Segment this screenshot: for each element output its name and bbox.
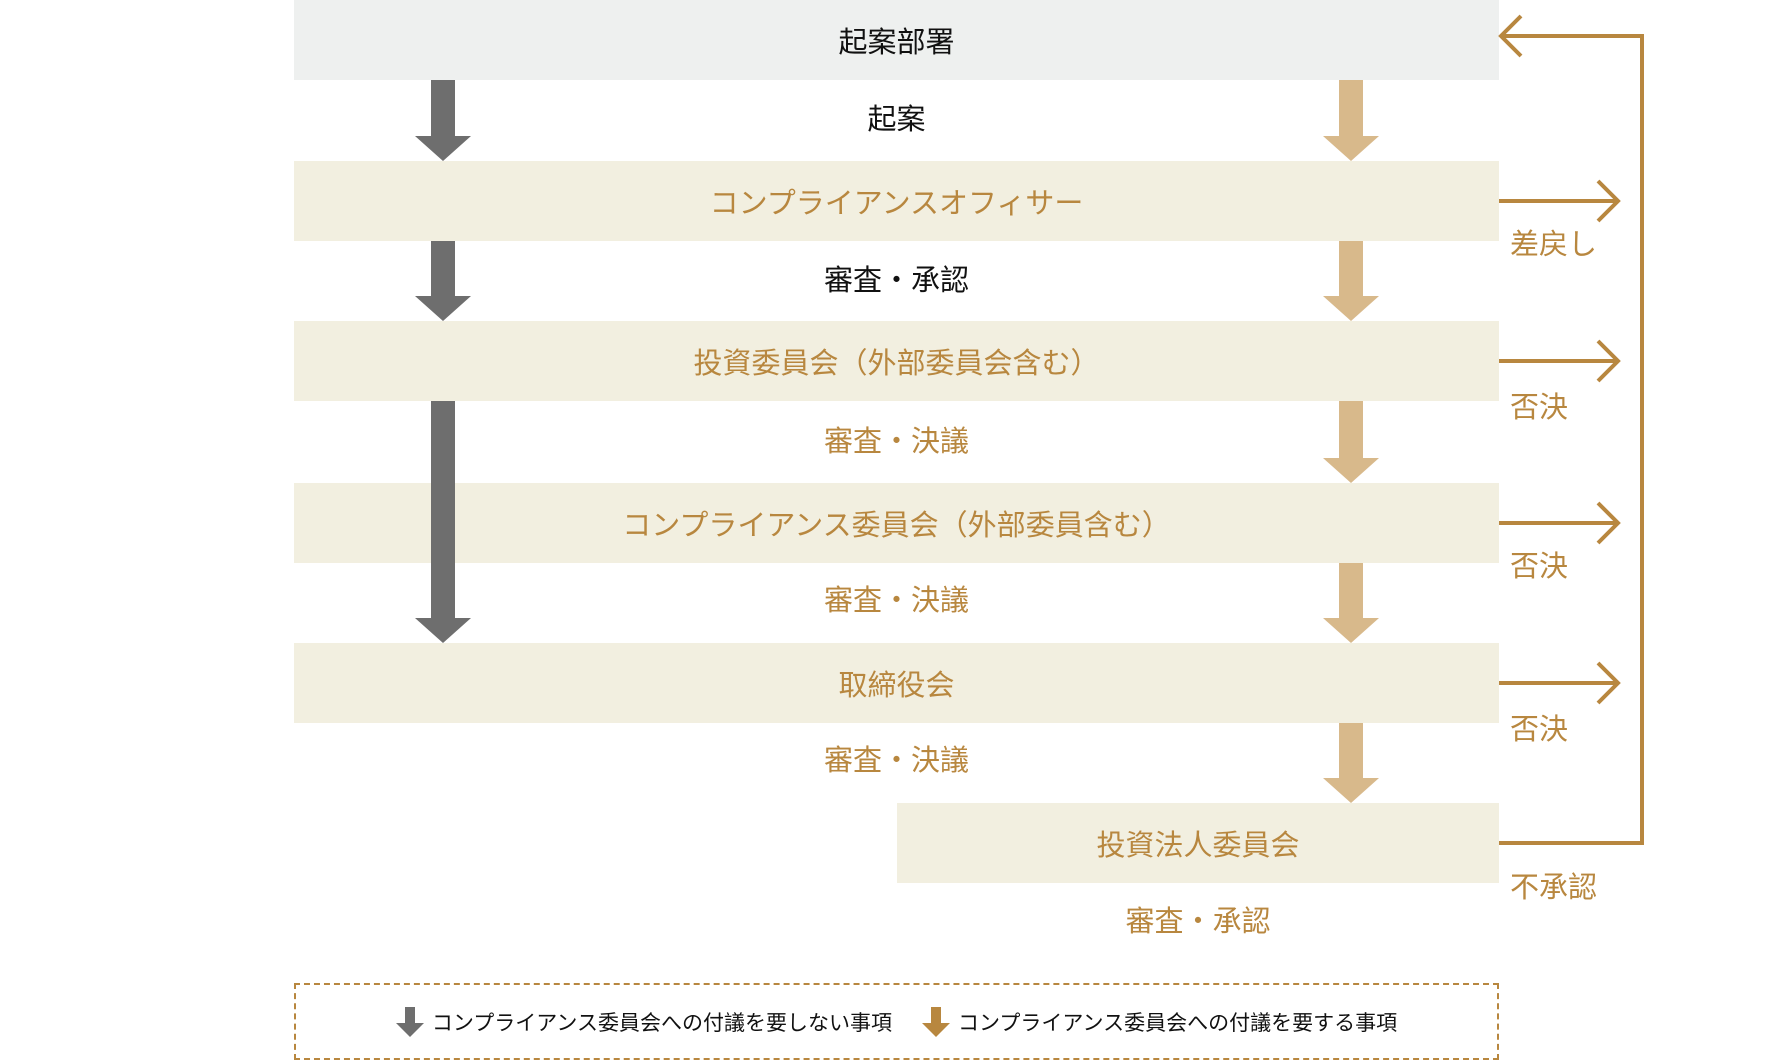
legend-item-not-required: コンプライアンス委員会への付議を要しない事項 <box>395 1006 892 1037</box>
gold-arrow-icon <box>922 1006 950 1037</box>
right-arrow <box>1499 179 1621 223</box>
gold-down-arrow <box>1323 80 1379 161</box>
gold-down-arrow <box>1323 563 1379 643</box>
step-label: 審査・決議 <box>823 424 969 458</box>
box-compliance-officer: コンプライアンスオフィサー <box>294 161 1499 241</box>
box-label: コンプライアンスオフィサー <box>709 186 1084 220</box>
box-compliance-committee: コンプライアンス委員会（外部委員含む） <box>294 483 1499 563</box>
gray-down-arrow <box>415 241 471 321</box>
box-drafting-dept: 起案部署 <box>294 0 1499 80</box>
legend-label: コンプライアンス委員会への付議を要する事項 <box>958 1010 1398 1035</box>
step-label: 審査・承認 <box>823 263 969 297</box>
gold-down-arrow <box>1323 241 1379 321</box>
right-arrow <box>1499 661 1621 705</box>
side-label-disapprove: 不承認 <box>1510 870 1598 904</box>
box-label: 投資法人委員会 <box>1096 828 1300 862</box>
right-arrow <box>1499 339 1621 383</box>
box-label: 取締役会 <box>838 668 955 702</box>
side-label-return: 差戻し <box>1510 227 1598 261</box>
right-arrow <box>1499 501 1621 545</box>
step-label: 起案 <box>867 102 926 136</box>
gray-arrow-icon <box>395 1006 424 1037</box>
side-label-reject: 否決 <box>1510 712 1569 746</box>
box-label: 起案部署 <box>838 25 955 59</box>
step-label: 審査・決議 <box>823 583 969 617</box>
step-label: 審査・決議 <box>823 743 969 777</box>
side-label-reject: 否決 <box>1510 390 1569 424</box>
side-label-reject: 否決 <box>1510 549 1569 583</box>
gray-down-arrow <box>415 401 471 643</box>
gold-down-arrow <box>1323 401 1379 483</box>
box-investment-committee: 投資委員会（外部委員会含む） <box>294 321 1499 401</box>
legend-item-required: コンプライアンス委員会への付議を要する事項 <box>922 1006 1398 1037</box>
box-investment-corp-board: 投資法人委員会 <box>897 803 1499 883</box>
legend: コンプライアンス委員会への付議を要しない事項 コンプライアンス委員会への付議を要… <box>294 983 1499 1060</box>
feedback-loop-arrow <box>1498 14 1644 845</box>
box-label: 投資委員会（外部委員会含む） <box>693 346 1100 380</box>
box-board: 取締役会 <box>294 643 1499 723</box>
gray-down-arrow <box>415 80 471 161</box>
step-label: 審査・承認 <box>1125 904 1271 938</box>
gold-down-arrow <box>1323 723 1379 803</box>
legend-label: コンプライアンス委員会への付議を要しない事項 <box>431 1010 892 1035</box>
box-label: コンプライアンス委員会（外部委員含む） <box>622 508 1171 542</box>
